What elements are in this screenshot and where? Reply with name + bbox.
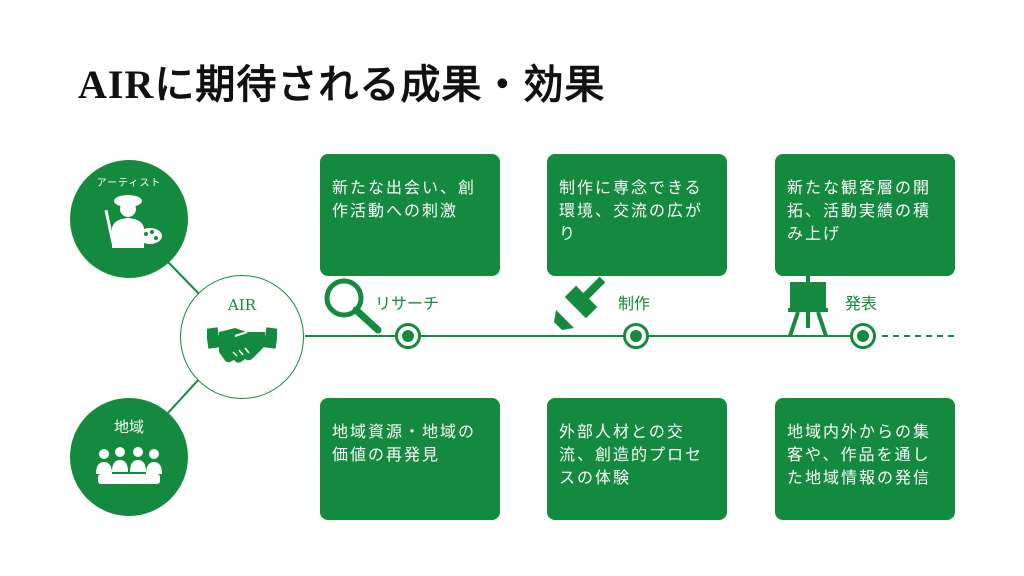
region-circle: 地域	[70, 398, 188, 516]
timeline-node-production	[623, 323, 649, 349]
air-label: AIR	[227, 296, 257, 314]
page-title: AIRに期待される成果・効果	[78, 62, 606, 107]
region-label: 地域	[113, 418, 144, 436]
region-effect-presentation: 地域内外からの集客や、作品を通した地域情報の発信	[775, 398, 955, 520]
air-circle: AIR	[180, 275, 304, 399]
paintbrush-icon	[554, 276, 606, 330]
community-icon	[96, 447, 162, 484]
timeline-node-presentation	[850, 323, 876, 349]
artist-effect-presentation: 新たな観客層の開拓、活動実績の積み上げ	[775, 154, 955, 276]
handshake-icon	[207, 327, 277, 363]
artist-effect-production: 制作に専念できる環境、交流の広がり	[547, 154, 727, 276]
artist-icon	[104, 195, 162, 248]
stage-label-presentation: 発表	[845, 294, 878, 313]
easel-icon	[788, 274, 828, 337]
magnifier-icon	[324, 278, 382, 334]
artist-label: アーティスト	[96, 178, 162, 189]
region-effect-production: 外部人材との交流、創造的プロセスの体験	[547, 398, 727, 520]
region-effect-research: 地域資源・地域の価値の再発見	[320, 398, 500, 520]
stage-label-research: リサーチ	[375, 294, 440, 313]
artist-circle: アーティスト	[70, 160, 188, 278]
stage-label-production: 制作	[618, 294, 651, 313]
timeline-node-research	[395, 323, 421, 349]
artist-effect-research: 新たな出会い、創作活動への刺激	[320, 154, 500, 276]
